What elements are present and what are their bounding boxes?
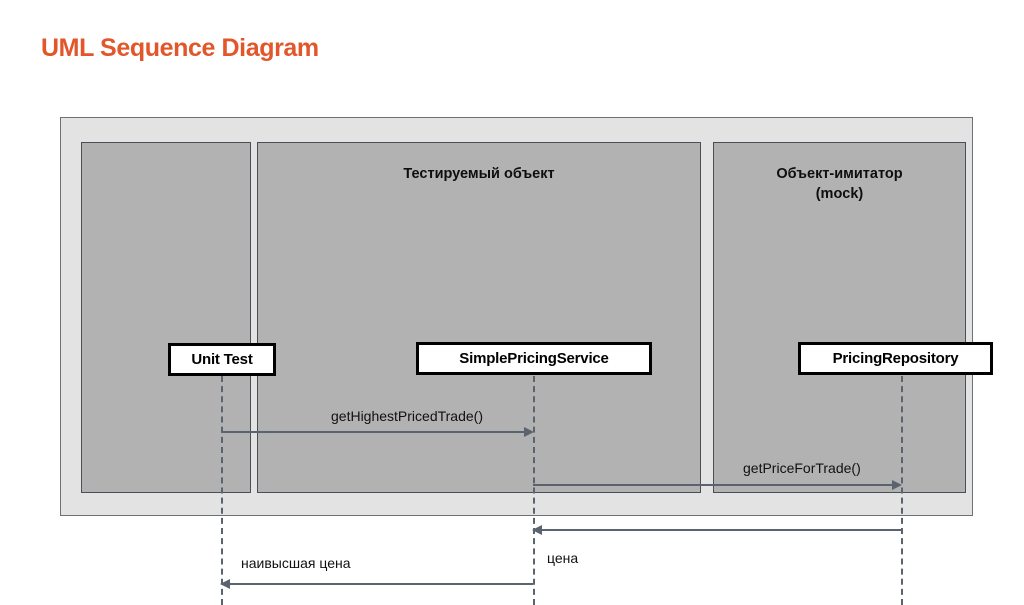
message-line-get-price-for-trade [533, 484, 892, 486]
panel-caption-mock-object: Объект-имитатор (mock) [776, 166, 903, 202]
page-title: UML Sequence Diagram [41, 34, 319, 62]
message-label-price-return: цена [547, 550, 579, 566]
panel-system-under-test: Тестируемый объект [257, 142, 701, 493]
participant-unit-test[interactable]: Unit Test [168, 343, 276, 376]
message-line-price-return [542, 529, 901, 531]
lifeline-simple-pricing-service [533, 376, 535, 605]
message-line-highest-price-return [230, 583, 533, 585]
arrow-head-right-icon [524, 427, 534, 437]
participant-simple-pricing-service[interactable]: SimplePricingService [416, 342, 652, 375]
panel-mock-object: Объект-имитатор (mock) [713, 142, 966, 493]
arrow-head-left-icon [220, 579, 230, 589]
message-label-highest-price-return: наивысшая цена [241, 555, 351, 571]
message-label-get-highest-priced-trade: getHighestPricedTrade() [331, 408, 483, 424]
panel-caption-system-under-test: Тестируемый объект [403, 166, 555, 182]
message-label-get-price-for-trade: getPriceForTrade() [743, 460, 861, 476]
arrow-head-right-icon [892, 480, 902, 490]
message-line-get-highest-priced-trade [221, 431, 524, 433]
panel-unit-test [81, 142, 251, 493]
sequence-diagram-frame: Тестируемый объект Объект-имитатор (mock… [60, 117, 993, 605]
lifeline-unit-test [221, 376, 223, 605]
arrow-head-left-icon [532, 525, 542, 535]
lifeline-pricing-repository [901, 376, 903, 605]
participant-pricing-repository[interactable]: PricingRepository [798, 342, 993, 375]
